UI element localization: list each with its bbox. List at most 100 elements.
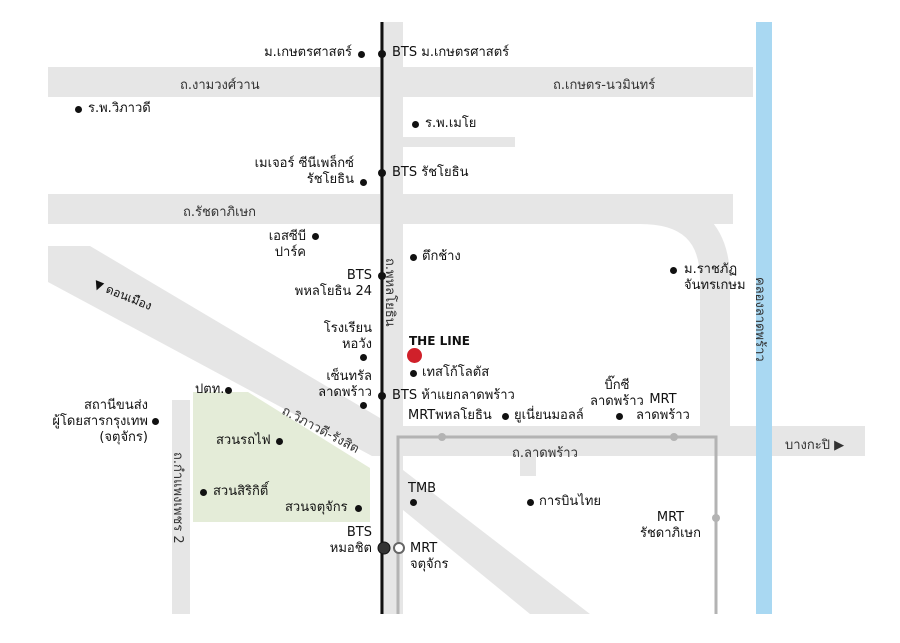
marker-tmb bbox=[410, 499, 417, 506]
label-bts-phahon24-line1: BTS bbox=[346, 268, 372, 283]
label-bts-mochit-line1: BTS bbox=[346, 525, 372, 540]
label-rotfai-park: สวนรถไฟ bbox=[216, 433, 271, 448]
marker-scb-park bbox=[312, 233, 319, 240]
marker-horwang-school bbox=[360, 354, 367, 361]
label-rajabhat-line2: จันทรเกษม bbox=[684, 278, 746, 293]
label-bts-ha-yaek: BTS ห้าแยกลาดพร้าว bbox=[392, 388, 515, 403]
label-rajabhat-line1: ม.ราชภัฏ bbox=[684, 262, 738, 277]
label-bkk-bus-terminal: สถานีขนส่งผู้โดยสารกรุงเทพ(จตุจักร) bbox=[40, 398, 148, 446]
label-chatuchak-park: สวนจตุจักร bbox=[285, 500, 348, 515]
mrt-station-ratchada bbox=[712, 514, 720, 522]
marker-central bbox=[360, 402, 367, 409]
label-ptt: ปตท. bbox=[195, 382, 225, 397]
marker-the-line bbox=[407, 348, 422, 363]
chatuchak-park-area bbox=[193, 392, 370, 522]
marker-major-cineplex bbox=[360, 179, 367, 186]
label-kaset-uni: ม.เกษตรศาสตร์ bbox=[264, 45, 352, 60]
label-horwang-line1: โรงเรียน bbox=[323, 321, 372, 336]
label-central-line1: เซ็นทรัล bbox=[326, 369, 372, 384]
label-major-cineplex-line2: รัชโยธิน bbox=[306, 172, 354, 187]
road-label-kamphaeng-phet-2: ถ.กำแพงเพชร 2 bbox=[170, 452, 185, 544]
marker-bkk-bus-terminal bbox=[152, 418, 159, 425]
marker-thai-airways bbox=[527, 499, 534, 506]
mrt-station-ladprao bbox=[670, 433, 678, 441]
road-mayo-spur bbox=[403, 137, 515, 147]
mrt-station-chatuchak bbox=[393, 542, 405, 554]
triangle-right-icon: ▶ bbox=[834, 438, 845, 453]
road-ratchadaphisek-west bbox=[48, 194, 380, 224]
road-label-bang-kapi: บางกะปิ bbox=[785, 438, 831, 453]
bts-station-ratchayothin bbox=[378, 169, 386, 177]
road-diagonal-lower bbox=[403, 470, 590, 614]
marker-tesco bbox=[410, 370, 417, 377]
marker-chatuchak-park bbox=[355, 505, 362, 512]
road-lower-vertical bbox=[520, 456, 536, 476]
label-the-line: THE LINE bbox=[409, 334, 470, 348]
canal-label: คลองลาดพร้าว bbox=[752, 277, 767, 362]
label-mrt-ratchada-line1: MRT bbox=[656, 510, 685, 525]
bts-station-mochit bbox=[377, 541, 391, 555]
road-kaset-nawamin bbox=[403, 67, 753, 97]
label-tesco: เทสโก้โลตัส bbox=[422, 365, 490, 380]
marker-mayo-hospital bbox=[412, 121, 419, 128]
label-central-line2: ลาดพร้าว bbox=[318, 385, 372, 400]
road-label-ratchadaphisek: ถ.รัชดาภิเษก bbox=[183, 205, 257, 220]
label-big-c: บิ๊กซีลาดพร้าว bbox=[590, 378, 644, 410]
marker-kaset-uni bbox=[358, 51, 365, 58]
label-central: เซ็นทรัลลาดพร้าว bbox=[290, 369, 372, 401]
road-lat-phrao bbox=[403, 426, 865, 456]
marker-rajabhat bbox=[670, 267, 677, 274]
marker-sirikit-park bbox=[200, 489, 207, 496]
label-major-cineplex: เมเจอร์ ซีนีเพล็กซ์รัชโยธิน bbox=[230, 156, 354, 188]
marker-ptt bbox=[225, 387, 232, 394]
label-sirikit-park: สวนสิริกิติ์ bbox=[213, 484, 269, 499]
label-tmb: TMB bbox=[408, 481, 437, 496]
label-bts-phahon24-line2: พหลโยธิน 24 bbox=[294, 284, 372, 299]
label-bkk-bus-line1: สถานีขนส่ง bbox=[83, 398, 148, 413]
bts-station-kaset bbox=[378, 50, 386, 58]
marker-vibhavadi-hospital bbox=[75, 106, 82, 113]
label-mrt-phahon: MRTพหลโยธิน bbox=[408, 408, 492, 423]
label-big-c-line2: ลาดพร้าว bbox=[590, 394, 644, 409]
label-vibhavadi-hospital: ร.พ.วิภาวดี bbox=[88, 101, 151, 116]
road-ratchadaphisek-curve bbox=[639, 194, 730, 426]
road-label-ngamwongwan: ถ.งามวงศ์วาน bbox=[180, 78, 260, 93]
label-union-mall: ยูเนี่ยนมอลล์ bbox=[514, 408, 584, 423]
marker-union-mall bbox=[502, 413, 509, 420]
bts-station-phahon24 bbox=[378, 272, 386, 280]
road-ngamwongwan bbox=[48, 67, 380, 97]
label-bkk-bus-line3: (จตุจักร) bbox=[99, 430, 148, 445]
label-mrt-ratchada-line2: รัชดาภิเษก bbox=[640, 526, 702, 541]
label-bts-ratchayothin: BTS รัชโยธิน bbox=[392, 165, 469, 180]
label-elephant-building: ตึกช้าง bbox=[422, 249, 461, 264]
road-label-lat-phrao: ถ.ลาดพร้าว bbox=[512, 446, 578, 461]
marker-elephant-building bbox=[410, 254, 417, 261]
label-horwang-line2: หอวัง bbox=[341, 337, 372, 352]
canal-lat-phrao bbox=[756, 22, 772, 614]
label-mrt-ladprao-line1: MRT bbox=[649, 392, 677, 407]
label-bkk-bus-line2: ผู้โดยสารกรุงเทพ bbox=[52, 414, 148, 429]
label-scb-park: เอสซีบีปาร์ค bbox=[250, 229, 306, 261]
label-mrt-ladprao-line2: ลาดพร้าว bbox=[636, 408, 690, 423]
bts-station-ha-yaek bbox=[378, 392, 386, 400]
mrt-line bbox=[396, 435, 718, 614]
label-big-c-line1: บิ๊กซี bbox=[604, 378, 630, 393]
marker-big-c bbox=[616, 413, 623, 420]
road-label-kaset-nawamin: ถ.เกษตร-นวมินทร์ bbox=[553, 78, 656, 93]
bang-kapi-direction: บางกะปิ ▶ bbox=[785, 434, 844, 455]
label-rajabhat: ม.ราชภัฏจันทรเกษม bbox=[684, 262, 746, 294]
label-horwang-school: โรงเรียนหอวัง bbox=[280, 321, 372, 353]
road-vibhavadi bbox=[48, 246, 380, 456]
label-mrt-chatuchak-line2: จตุจักร bbox=[410, 557, 449, 572]
road-kamphaeng-phet-2 bbox=[172, 400, 190, 614]
label-scb-park-line2: ปาร์ค bbox=[274, 245, 306, 260]
mrt-station-phahon bbox=[438, 433, 446, 441]
label-mayo-hospital: ร.พ.เมโย bbox=[425, 116, 477, 131]
